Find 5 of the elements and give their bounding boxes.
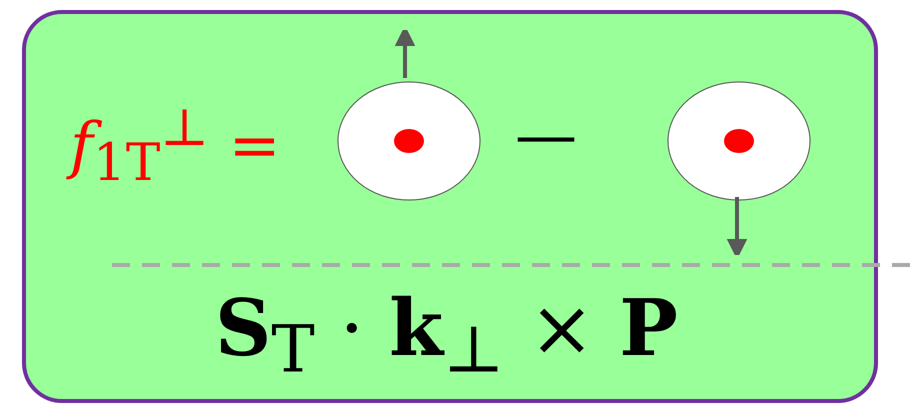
nucleon-disc [337,81,481,201]
minus-sign: — [515,97,577,173]
nucleon-disc [667,81,811,201]
rounded-panel [22,10,878,403]
formula-label: S$_{T}$ · k$_{⊥}$ × P [215,282,678,390]
